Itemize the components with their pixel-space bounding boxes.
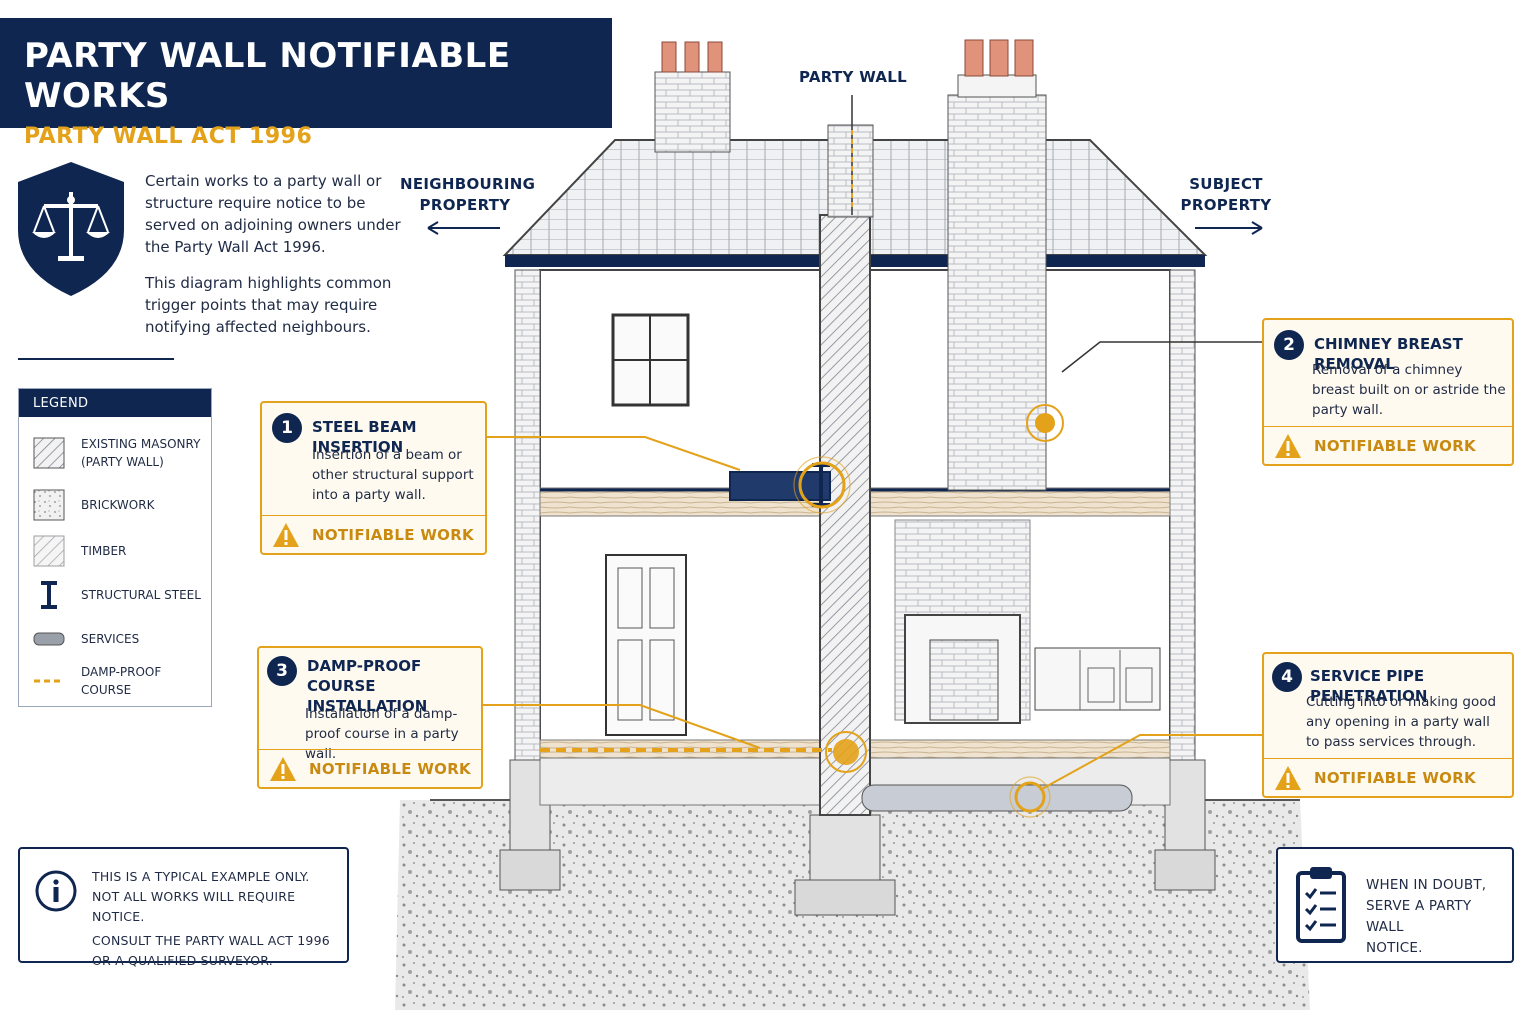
scales-of-justice-shield-icon (18, 162, 124, 296)
legend-item-timber: TIMBER (33, 535, 201, 567)
advice-text: WHEN IN DOUBT, SERVE A PARTY WALL NOTICE… (1366, 875, 1512, 959)
intro-text: Certain works to a party wall or structu… (145, 170, 405, 338)
callout-description: Installation of a damp-proof course in a… (305, 706, 459, 762)
callout-title: DAMP-PROOF COURSE INSTALLATION (307, 657, 428, 715)
party-wall-label: PARTY WALL (798, 68, 907, 86)
callout-title: STEEL BEAM INSERTION (312, 418, 417, 456)
advice-line: SERVE A PARTY WALL (1366, 898, 1472, 935)
legend-label: STRUCTURAL STEEL (81, 588, 201, 602)
legend-label: EXISTING MASONRY (PARTY WALL) (81, 437, 201, 469)
disclaimer-line: NOT ALL WORKS WILL REQUIRE NOTICE. (92, 889, 296, 924)
callout-description: Cutting into or making good any opening … (1306, 694, 1497, 750)
chimney-breast (947, 94, 1047, 491)
legend-label: DAMP-PROOF COURSE (81, 665, 162, 697)
steel-beam (729, 471, 831, 501)
callout-footer: NOTIFIABLE WORK (262, 515, 485, 553)
subject-property-label: SUBJECT PROPERTY (1180, 175, 1272, 214)
legend-label: TIMBER (81, 544, 127, 558)
callout-title: SERVICE PIPE PENETRATION (1310, 667, 1428, 705)
callout-steel-beam: 1 STEEL BEAM INSERTION Insertion of a be… (260, 401, 487, 555)
foundation-party-wall (794, 879, 896, 916)
callout-footer: NOTIFIABLE WORK (259, 749, 481, 787)
legend-title: LEGEND (19, 389, 211, 417)
callout-description: Removal of a chimney breast built on or … (1312, 362, 1506, 418)
callout-footer: NOTIFIABLE WORK (1264, 758, 1512, 796)
disclaimer-line: THIS IS A TYPICAL EXAMPLE ONLY. (92, 869, 310, 884)
advice-line: WHEN IN DOUBT, (1366, 877, 1487, 893)
legend-item-dpc: DAMP-PROOF COURSE (33, 663, 201, 699)
neighbouring-property-label: NEIGHBOURING PROPERTY (400, 175, 536, 214)
info-icon (35, 870, 77, 912)
divider (18, 358, 174, 360)
clipboard-checklist-icon (1296, 867, 1346, 943)
foundation-left (499, 849, 561, 891)
callout-description: Insertion of a beam or other structural … (312, 447, 474, 503)
legend-item-steel: STRUCTURAL STEEL (33, 579, 201, 611)
foundation-right (1154, 849, 1216, 891)
callout-header: 4 SERVICE PIPE PENETRATION (1272, 662, 1512, 706)
warning-icon (1275, 433, 1301, 458)
legend: LEGEND EXISTING MASONRY (PARTY WALL) BRI… (18, 388, 212, 707)
callout-number: 2 (1274, 330, 1304, 360)
callout-footer: NOTIFIABLE WORK (1264, 426, 1512, 464)
intro-paragraph-1: Certain works to a party wall or structu… (145, 172, 401, 256)
page-title: PARTY WALL NOTIFIABLE WORKS (24, 36, 511, 116)
chimney-left (654, 71, 731, 153)
disclaimer-line: OR A QUALIFIED SURVEYOR. (92, 953, 273, 968)
callout-header: 3 DAMP-PROOF COURSE INSTALLATION (267, 656, 477, 716)
notifiable-work-badge: NOTIFIABLE WORK (1314, 768, 1476, 787)
notifiable-work-badge: NOTIFIABLE WORK (1314, 436, 1476, 455)
legend-item-masonry: EXISTING MASONRY (PARTY WALL) (33, 435, 201, 471)
page-subtitle: PARTY WALL ACT 1996 (24, 124, 313, 149)
callout-damp-proof-course: 3 DAMP-PROOF COURSE INSTALLATION Install… (257, 646, 483, 789)
notifiable-work-badge: NOTIFIABLE WORK (309, 759, 471, 778)
party-wall (819, 214, 871, 816)
hatched-masonry-swatch-icon (33, 437, 65, 469)
pipe-swatch-icon (33, 632, 65, 646)
warning-icon (1275, 765, 1301, 790)
legend-item-brickwork: BRICKWORK (33, 489, 201, 521)
callout-chimney-breast: 2 CHIMNEY BREAST REMOVAL Removal of a ch… (1262, 318, 1514, 466)
disclaimer-text: THIS IS A TYPICAL EXAMPLE ONLY. NOT ALL … (92, 867, 347, 971)
legend-item-services: SERVICES (33, 623, 201, 655)
speckled-brick-swatch-icon (33, 489, 65, 521)
callout-service-pipe: 4 SERVICE PIPE PENETRATION Cutting into … (1262, 652, 1514, 798)
advice-box: WHEN IN DOUBT, SERVE A PARTY WALL NOTICE… (1276, 847, 1514, 963)
first-floor-right (869, 487, 1171, 517)
dashed-line-swatch-icon (34, 679, 64, 683)
service-pipe (861, 784, 1133, 812)
timber-swatch-icon (33, 535, 65, 567)
i-beam-icon (41, 581, 57, 609)
warning-icon (270, 756, 296, 781)
callout-header: 1 STEEL BEAM INSERTION (272, 413, 485, 457)
intro-paragraph-2: This diagram highlights common trigger p… (145, 274, 392, 336)
advice-line: NOTICE. (1366, 940, 1423, 956)
callout-title: CHIMNEY BREAST REMOVAL (1314, 335, 1463, 373)
notifiable-work-badge: NOTIFIABLE WORK (312, 525, 474, 544)
disclaimer-line: CONSULT THE PARTY WALL ACT 1996 (92, 933, 330, 948)
disclaimer-box: THIS IS A TYPICAL EXAMPLE ONLY. NOT ALL … (18, 847, 349, 968)
warning-icon (273, 522, 299, 547)
kitchen-units (1034, 647, 1161, 711)
legend-label: BRICKWORK (81, 498, 155, 512)
callout-header: 2 CHIMNEY BREAST REMOVAL (1274, 330, 1512, 374)
callout-number: 4 (1272, 662, 1302, 692)
callout-number: 3 (267, 656, 297, 686)
legend-label: SERVICES (81, 632, 140, 646)
callout-number: 1 (272, 413, 302, 443)
title-block: PARTY WALL NOTIFIABLE WORKS PARTY WALL A… (0, 18, 612, 149)
